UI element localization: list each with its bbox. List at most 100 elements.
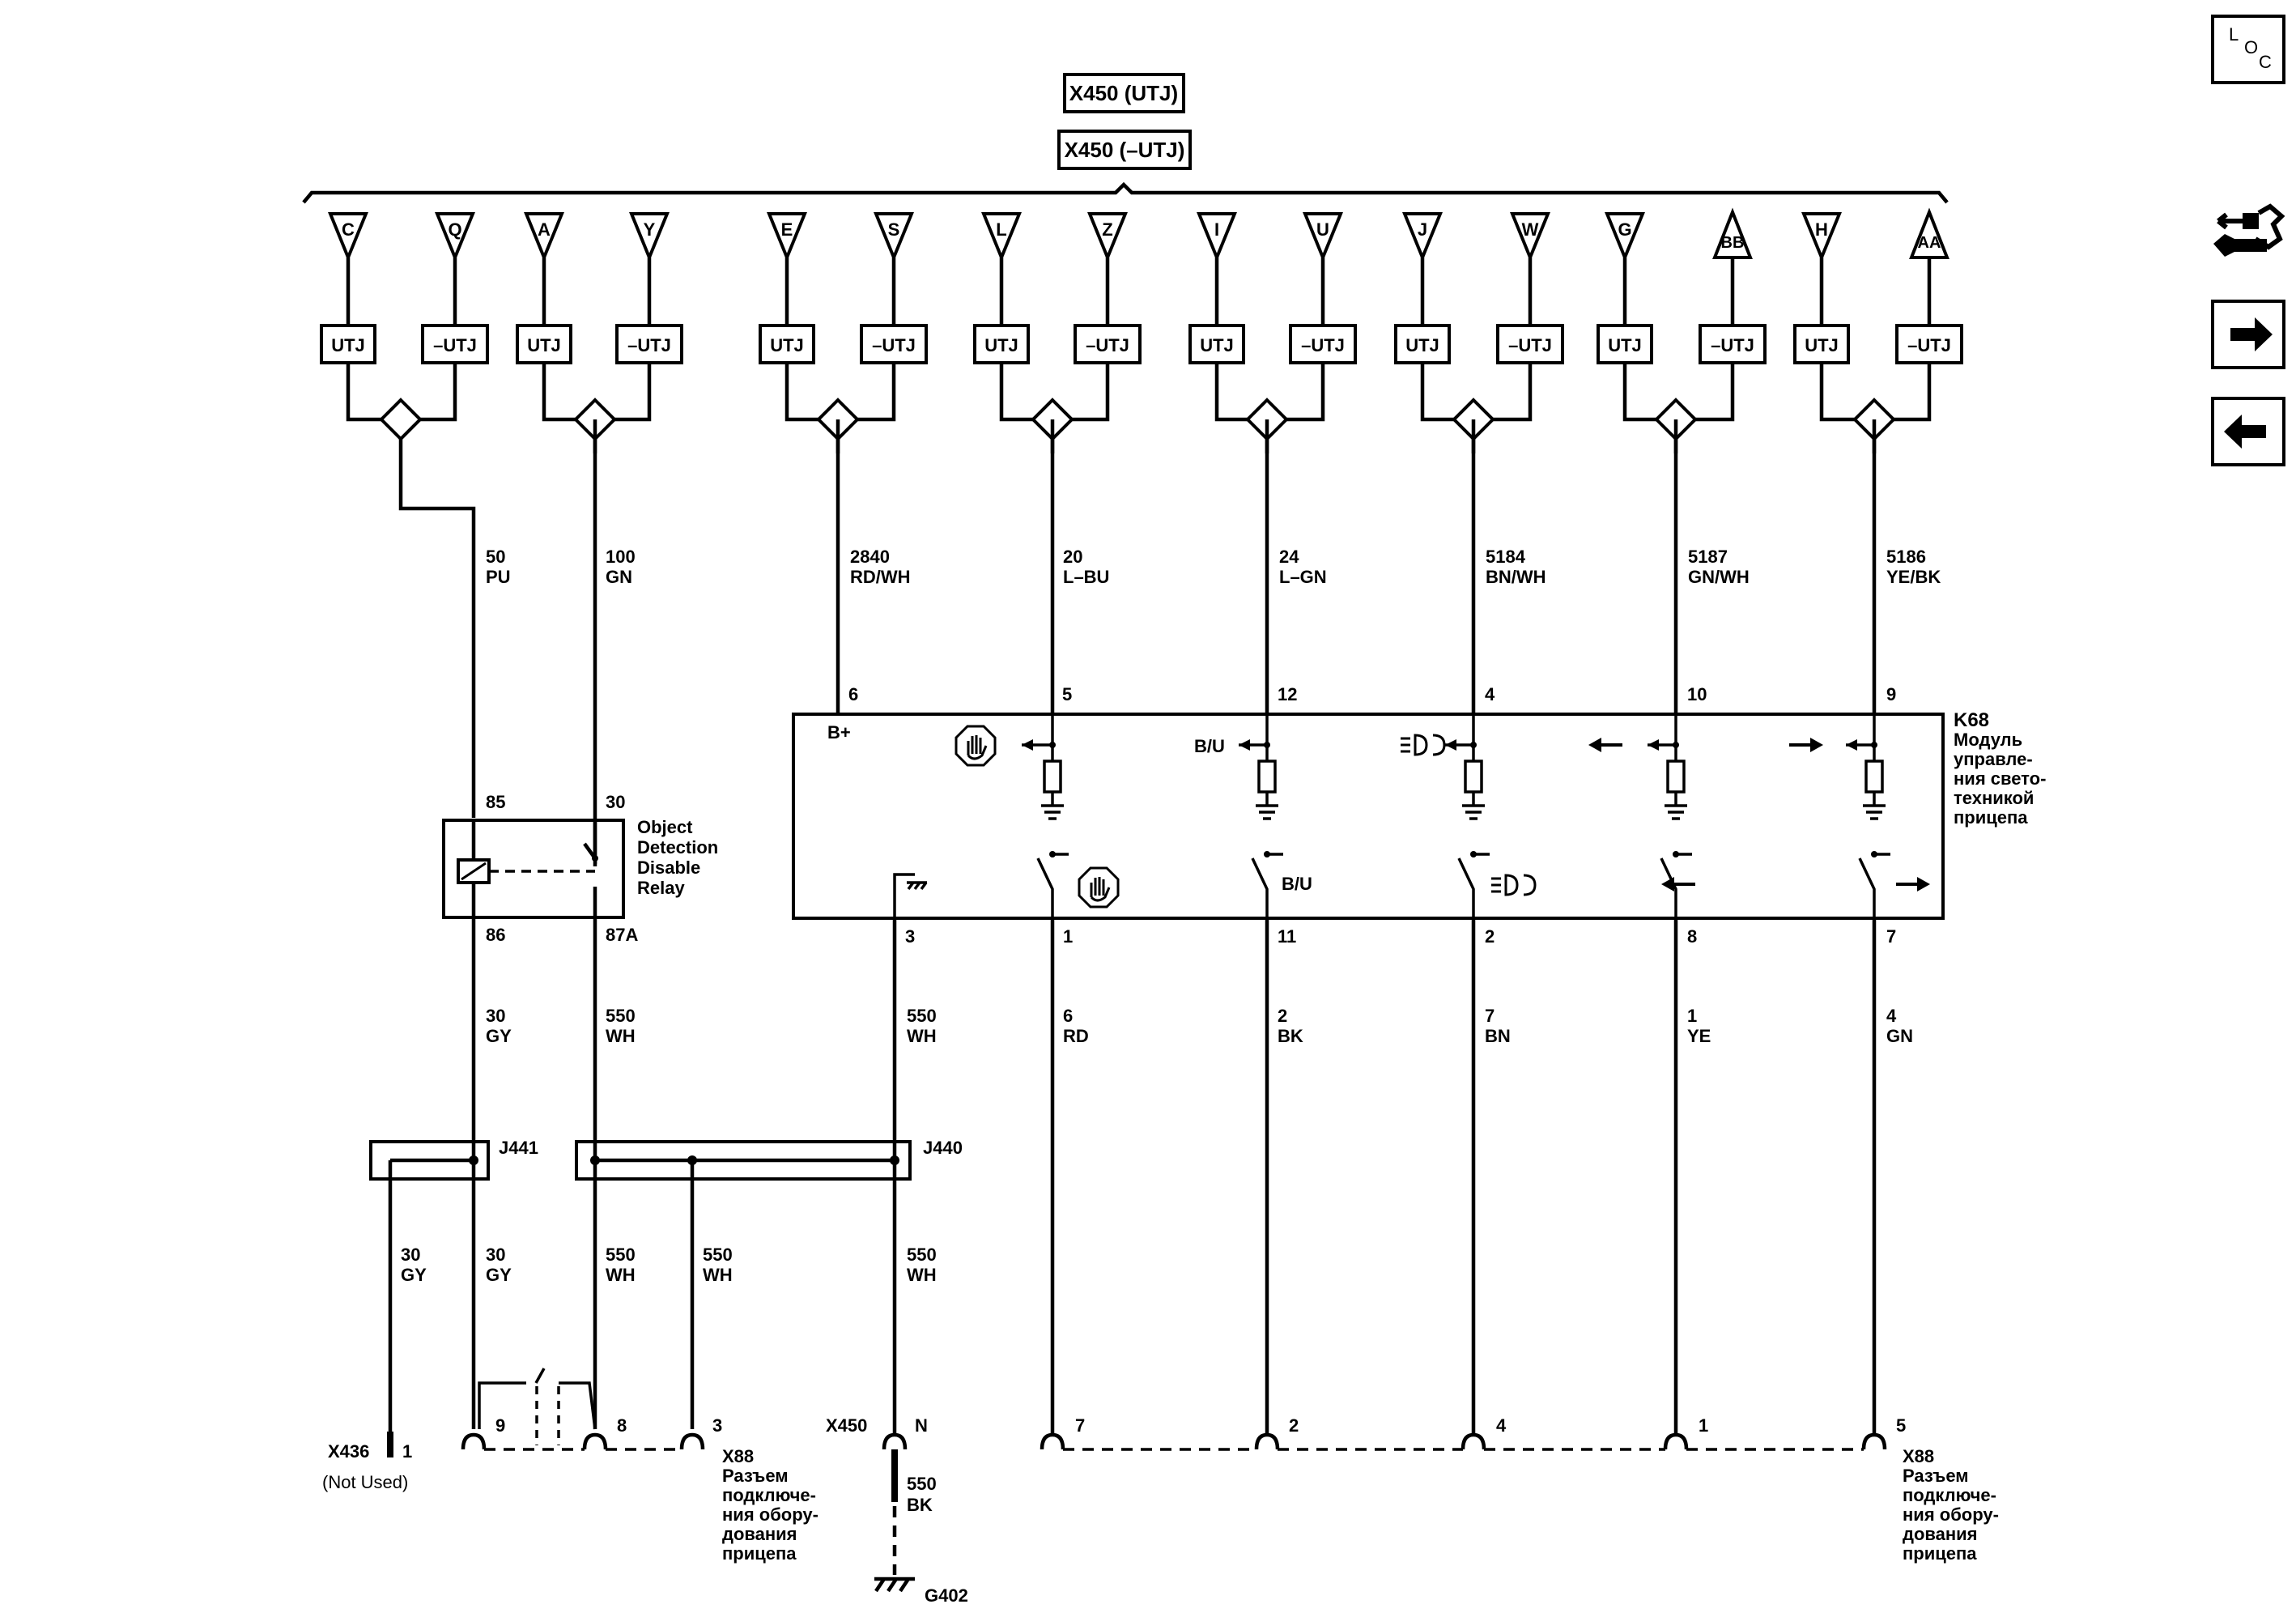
turn-left-arrow-icon [1661,877,1695,891]
pin-label: Y [644,219,656,240]
pin-label: H [1815,219,1828,240]
loc-button[interactable]: L O C [2211,15,2285,84]
connector-repair-button[interactable] [2213,203,2285,257]
option-label-nutj: –UTJ [1086,335,1129,355]
x88-pin: 9 [495,1415,505,1436]
headlamp-icon [1401,734,1446,756]
option-box-nutj [1496,324,1564,364]
option-label-utj: UTJ [527,335,561,355]
wire-number: 2840 [850,547,890,567]
module-bottom-pin: 2 [1485,926,1495,947]
option-lead [1622,363,1735,422]
svg-text:BK: BK [907,1495,933,1515]
module-bu-label: B/U [1194,736,1225,756]
x88-desc-line: дования [722,1524,797,1544]
option-diamond [379,398,423,441]
pin-terminal-U [1303,212,1343,262]
svg-text:X450 (–UTJ): X450 (–UTJ) [1065,138,1185,162]
pin-lead [999,257,1110,326]
option-label-utj: UTJ [1405,335,1439,355]
wire-color: GY [486,1265,512,1285]
svg-text:G402: G402 [925,1585,968,1606]
option-box-nutj [1895,324,1963,364]
x88-name: X88 [722,1446,754,1466]
option-lead [784,363,896,422]
svg-text:J440: J440 [923,1138,963,1158]
connector-x450-bottom: X450 N 550 BK G402 [826,1415,968,1606]
pin-label: A [538,219,551,240]
x88-pin: 1 [1699,1415,1708,1436]
module-bottom-pin: 8 [1687,926,1697,947]
wire-color: BN [1485,1026,1511,1046]
relay-pin: 86 [486,925,505,945]
wire-color: BN/WH [1486,567,1546,587]
x88-desc-line: подключе- [722,1485,816,1505]
pin-terminal-I [1197,212,1237,262]
module-top-pin: 5 [1062,684,1072,704]
wire-number: 30 [486,1245,505,1265]
option-label-utj: UTJ [1608,335,1642,355]
svg-text:X450 (UTJ): X450 (UTJ) [1069,81,1178,105]
svg-text:N: N [915,1415,928,1436]
wire-color: YE/BK [1886,567,1941,587]
module-bottom-pin: 1 [1063,926,1073,947]
splice-j440: J440 [575,1138,963,1429]
pin-lead [542,257,652,326]
wire-color: GN/WH [1688,567,1750,587]
connector-bracket [302,181,1949,204]
next-arrow-icon [2230,317,2273,351]
x88-name: X88 [1903,1446,1934,1466]
wire-number: 550 [907,1006,937,1026]
svg-text:C: C [2259,52,2272,72]
wire-color: WH [907,1265,937,1285]
pin-terminal-Z [1087,212,1128,262]
x88-pin: 5 [1896,1415,1906,1436]
pin-label: J [1418,219,1427,240]
turn-right-arrow-icon [1789,738,1823,752]
pin-label: C [342,219,355,240]
x88-pin: 7 [1075,1415,1085,1436]
svg-text:X450: X450 [826,1415,867,1436]
option-lead [542,363,652,422]
next-page-button[interactable] [2211,300,2285,369]
module-desc-line: техникой [1954,788,2034,808]
relay-name-line: Relay [637,878,685,898]
pin-terminal-C [328,212,368,262]
relay-name-line: Object [637,817,693,837]
option-label-nutj: –UTJ [1711,335,1754,355]
pin-terminal-J [1402,212,1443,262]
wire-number: 30 [401,1245,420,1265]
connector-x450-utj-label: X450 (UTJ) [1063,73,1185,113]
pin-lead [1420,257,1533,326]
svg-text:550: 550 [907,1474,937,1494]
relay-pin: 85 [486,792,505,812]
module-bu-label-bottom: B/U [1282,874,1312,894]
wire-number: 5186 [1886,547,1926,567]
x88-pin: 8 [617,1415,627,1436]
option-label-utj: UTJ [984,335,1018,355]
module-top-pin: 6 [848,684,858,704]
option-label-utj: UTJ [331,335,365,355]
x88-pin: 4 [1496,1415,1507,1436]
pin-terminal-Y [629,212,670,262]
module-bplus-label: B+ [827,722,851,743]
x88-desc-line: Разъем [722,1466,789,1486]
previous-page-button[interactable] [2211,397,2285,466]
relay-pin: 87A [606,925,638,945]
module-desc-line: управле- [1954,749,2033,769]
stop-hand-icon [1078,866,1120,908]
wire-number: 5184 [1486,547,1526,567]
pin-label: I [1214,219,1219,240]
wire-color: BK [1278,1026,1303,1046]
option-lead [999,363,1110,422]
option-box-utj [759,324,815,364]
option-box-utj [1597,324,1653,364]
option-label-nutj: –UTJ [433,335,477,355]
